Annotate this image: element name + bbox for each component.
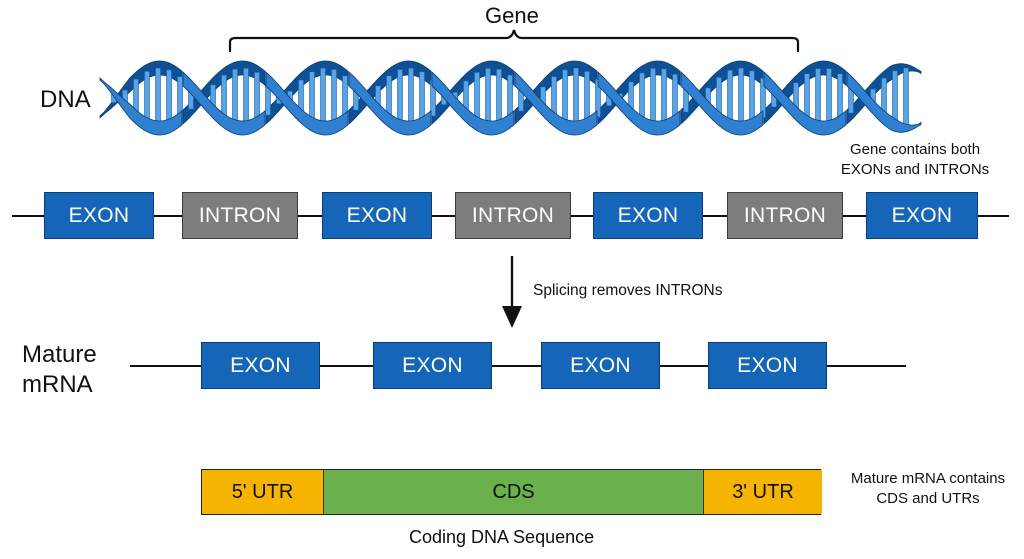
dna-base-pair-12	[243, 68, 249, 129]
mature-mrna-label: Mature mRNA	[22, 340, 97, 400]
mrna-note-line2: CDS and UTRs	[876, 490, 980, 507]
gene-brace	[228, 29, 800, 52]
dna-front-strand-segment-a8	[763, 71, 847, 136]
dna-base-pair-4	[155, 67, 161, 129]
gene-label: Gene	[485, 3, 539, 28]
dna-base-pair-72	[903, 67, 909, 129]
dna-base-pair-5	[166, 69, 172, 127]
dna-base-pair-49	[650, 68, 656, 128]
dna-label: DNA	[40, 86, 91, 113]
cds-caption: Coding DNA Sequence	[409, 527, 595, 547]
intron-block-2: INTRON	[182, 192, 298, 239]
dna-base-pair-56	[727, 70, 733, 126]
exon-block-7: EXON	[866, 192, 978, 239]
three-prime-utr-segment: 3' UTR	[703, 470, 822, 514]
mrna-exon-block-2: EXON	[373, 342, 492, 389]
dna-front-strand-segment-a0	[99, 77, 183, 136]
dna-base-pair-27	[408, 67, 414, 129]
dna-base-pair-19	[320, 67, 326, 129]
dna-base-pair-57	[738, 67, 744, 129]
mature-mrna-label-line2: mRNA	[22, 371, 93, 398]
dna-front-strand-segment-b7	[680, 71, 764, 136]
gene-note-line2: EXONs and INTRONs	[840, 161, 990, 178]
dna-base-pair-41	[562, 69, 568, 127]
mrna-backbone-line	[130, 365, 906, 367]
dna-back-strand-segment-a1	[182, 60, 266, 125]
dna-base-pair-26	[397, 69, 403, 127]
five-prime-utr-segment: 5' UTR	[202, 470, 323, 514]
dna-base-pair-11	[232, 68, 238, 128]
dna-back-strand-segment-b6	[597, 60, 681, 125]
mrna-exon-block-4: EXON	[708, 342, 827, 389]
splicing-arrow-head	[502, 306, 522, 328]
dna-base-pair-20	[331, 69, 337, 127]
dna-base-pair-65	[826, 68, 832, 128]
dna-front-strand-segment-b5	[514, 71, 598, 136]
dna-back-strand-segment-b4	[431, 60, 515, 125]
dna-front-strand-segment-a4	[431, 71, 515, 136]
mrna-note-line1: Mature mRNA contains	[850, 470, 1006, 487]
dna-base-pair-50	[661, 68, 667, 128]
mrna-exon-block-3: EXON	[541, 342, 660, 389]
dna-front-strand-segment-a2	[265, 71, 349, 136]
exon-block-5: EXON	[593, 192, 703, 239]
splicing-note: Splicing removes INTRONs	[533, 282, 723, 299]
intron-block-4: INTRON	[455, 192, 571, 239]
dna-base-pair-34	[485, 68, 491, 129]
dna-front-strand-segment-a6	[597, 71, 681, 136]
intron-block-6: INTRON	[727, 192, 843, 239]
dna-base-pair-71	[892, 70, 898, 126]
dna-front-strand-segment-b9	[846, 71, 922, 133]
mrna-exon-block-1: EXON	[201, 342, 320, 389]
cds-segment: CDS	[323, 470, 703, 514]
mature-mrna-label-line1: Mature	[22, 341, 97, 368]
exon-block-1: EXON	[44, 192, 154, 239]
gene-note-line1: Gene contains both	[849, 141, 981, 158]
mrna-note: Mature mRNA contains CDS and UTRs	[832, 469, 1024, 509]
dna-front-strand	[99, 71, 922, 136]
exon-block-3: EXON	[322, 192, 432, 239]
dna-base-pair-35	[496, 68, 502, 128]
gene-note: Gene contains both EXONs and INTRONs	[820, 140, 1010, 180]
dna-base-pairs	[111, 67, 909, 129]
dna-base-pair-42	[573, 67, 579, 129]
dna-front-strand-segment-b3	[348, 71, 432, 136]
dna-front-strand-segment-b1	[182, 71, 266, 136]
dna-base-pair-64	[815, 68, 821, 128]
